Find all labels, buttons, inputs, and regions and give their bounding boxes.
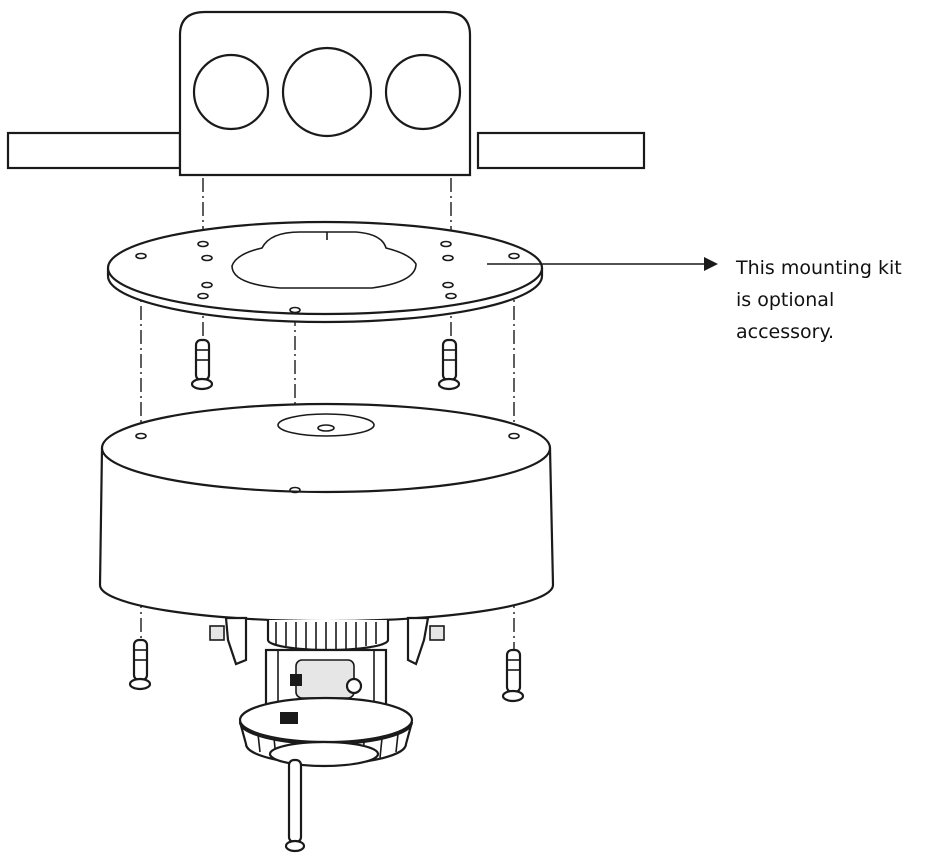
plate-hole xyxy=(197,240,209,248)
plate-hole xyxy=(289,306,301,314)
bracket-right xyxy=(406,616,445,666)
lens-block xyxy=(295,659,355,699)
left-rail xyxy=(6,131,182,170)
lens-dome xyxy=(268,740,380,768)
knockout-hole-right xyxy=(384,53,462,131)
knockout-hole-left xyxy=(192,53,270,131)
screw-upper-left xyxy=(190,338,214,391)
screw-lower-right xyxy=(501,648,525,703)
plate-hole xyxy=(445,292,457,300)
housing-hole xyxy=(289,486,301,494)
plate-hole xyxy=(440,240,452,248)
plate-top xyxy=(106,220,544,316)
knockout-hole-center xyxy=(281,46,373,138)
right-rail xyxy=(476,131,646,170)
housing-center-ring xyxy=(277,413,375,437)
plate-hole xyxy=(197,292,209,300)
housing-hole xyxy=(135,432,147,440)
junction-box xyxy=(6,10,646,177)
plate-hole xyxy=(135,252,147,260)
plate-hole xyxy=(201,254,213,262)
screw-bottom-long xyxy=(284,758,306,853)
connector xyxy=(290,674,302,686)
adjust-knob xyxy=(345,677,363,695)
plate-hole xyxy=(442,281,454,289)
housing-center-hole xyxy=(317,424,335,432)
screw-upper-right xyxy=(437,338,461,391)
plate-hole xyxy=(508,252,520,260)
plate-hole xyxy=(201,281,213,289)
camera-module xyxy=(209,616,445,768)
plate-holes xyxy=(135,240,520,314)
bracket-left xyxy=(209,616,248,666)
plate-hole xyxy=(442,254,454,262)
callout-line: is optional xyxy=(736,289,835,311)
screw-lower-left xyxy=(128,638,152,691)
cable-clip xyxy=(280,712,298,724)
callout-arrow xyxy=(487,257,718,271)
mounting-plate xyxy=(106,220,544,324)
dome-housing xyxy=(98,402,555,623)
housing-top xyxy=(100,402,552,494)
plate-center-opening xyxy=(231,231,417,289)
base-plate xyxy=(238,696,414,744)
callout-line: accessory. xyxy=(736,321,835,343)
callout-text: This mounting kit is optional accessory. xyxy=(736,252,936,348)
housing-hole xyxy=(508,432,520,440)
callout-line: This mounting kit xyxy=(736,257,902,279)
